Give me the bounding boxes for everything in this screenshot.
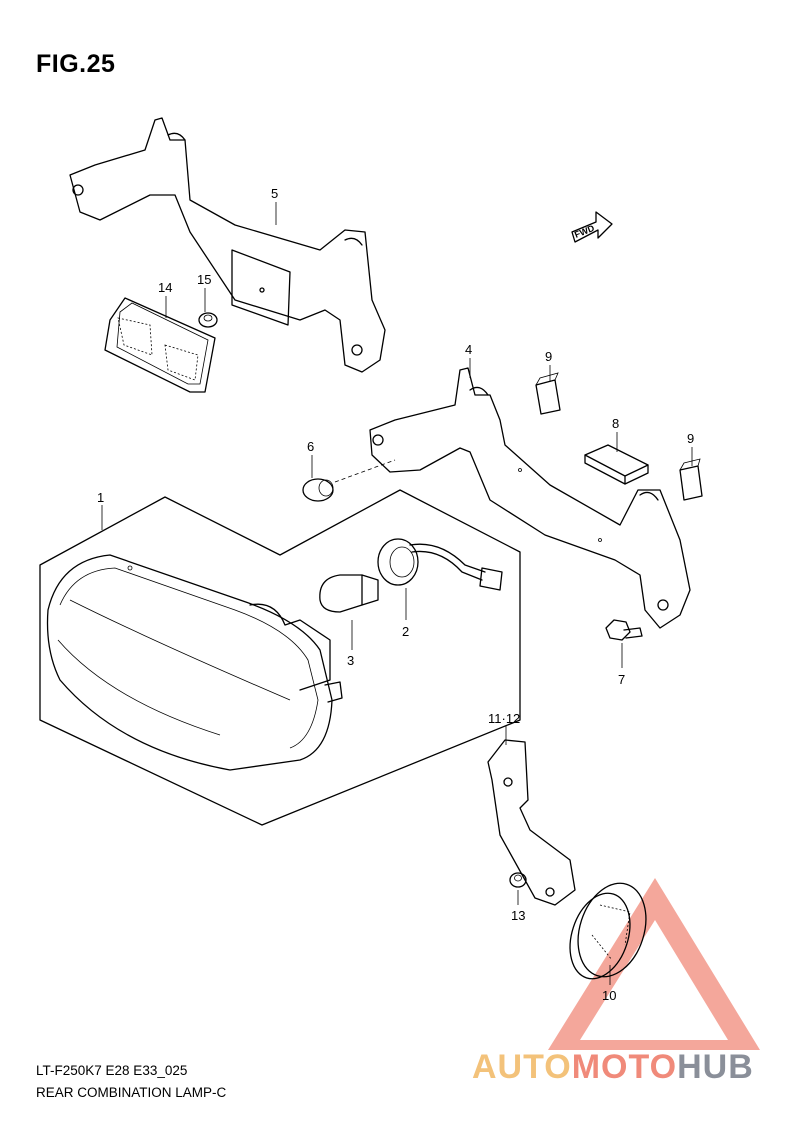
callout-3: 3 (347, 653, 354, 668)
bolt-part-7 (605, 619, 643, 641)
pad-part-9b (679, 458, 703, 501)
callout-13: 13 (511, 908, 525, 923)
nut-part-13 (509, 872, 527, 888)
callout-7: 7 (618, 672, 625, 687)
pad-part-9a (535, 372, 561, 415)
figure-caption: REAR COMBINATION LAMP-C (36, 1085, 227, 1100)
watermark-part-hub: HUB (677, 1048, 754, 1086)
watermark-part-moto: MOTO (571, 1048, 678, 1086)
callout-9b: 9 (687, 431, 694, 446)
socket-part-2 (377, 538, 503, 591)
bulb-part-3 (319, 574, 379, 613)
callout-15: 15 (197, 272, 211, 287)
figure-code: LT-F250K7 E28 E33_025 (36, 1063, 188, 1078)
lamp-assembly-outline-part-1 (39, 489, 521, 826)
callout-14: 14 (158, 280, 172, 295)
watermark-part-auto: AUTO (472, 1048, 572, 1086)
round-reflector-part-10 (569, 882, 647, 980)
pad-part-8 (584, 444, 649, 485)
lower-bracket-part-4 (369, 367, 691, 629)
forward-direction-marker: FWD (571, 211, 613, 243)
callout-8: 8 (612, 416, 619, 431)
watermark-text: AUTOMOTOHUB (472, 1048, 754, 1087)
callout-9a: 9 (545, 349, 552, 364)
callout-10: 10 (602, 988, 616, 1003)
leader-lines (101, 202, 693, 985)
callout-1: 1 (97, 490, 104, 505)
reflector-bracket-part-11-12 (487, 739, 576, 906)
callout-11-12: 11·12 (488, 711, 520, 726)
callout-2: 2 (402, 624, 409, 639)
upper-bracket-part-5 (69, 117, 386, 373)
nut-part-15 (198, 312, 218, 328)
figure-title: FIG.25 (36, 50, 116, 78)
callout-labels: 1 2 3 4 5 6 7 8 9 9 10 11·12 13 14 15 (97, 186, 694, 1003)
reflector-part-14 (104, 297, 216, 393)
grommet-part-6 (302, 459, 396, 502)
callout-6: 6 (307, 439, 314, 454)
callout-4: 4 (465, 342, 472, 357)
watermark-triangle (548, 878, 760, 1050)
callout-5: 5 (271, 186, 278, 201)
